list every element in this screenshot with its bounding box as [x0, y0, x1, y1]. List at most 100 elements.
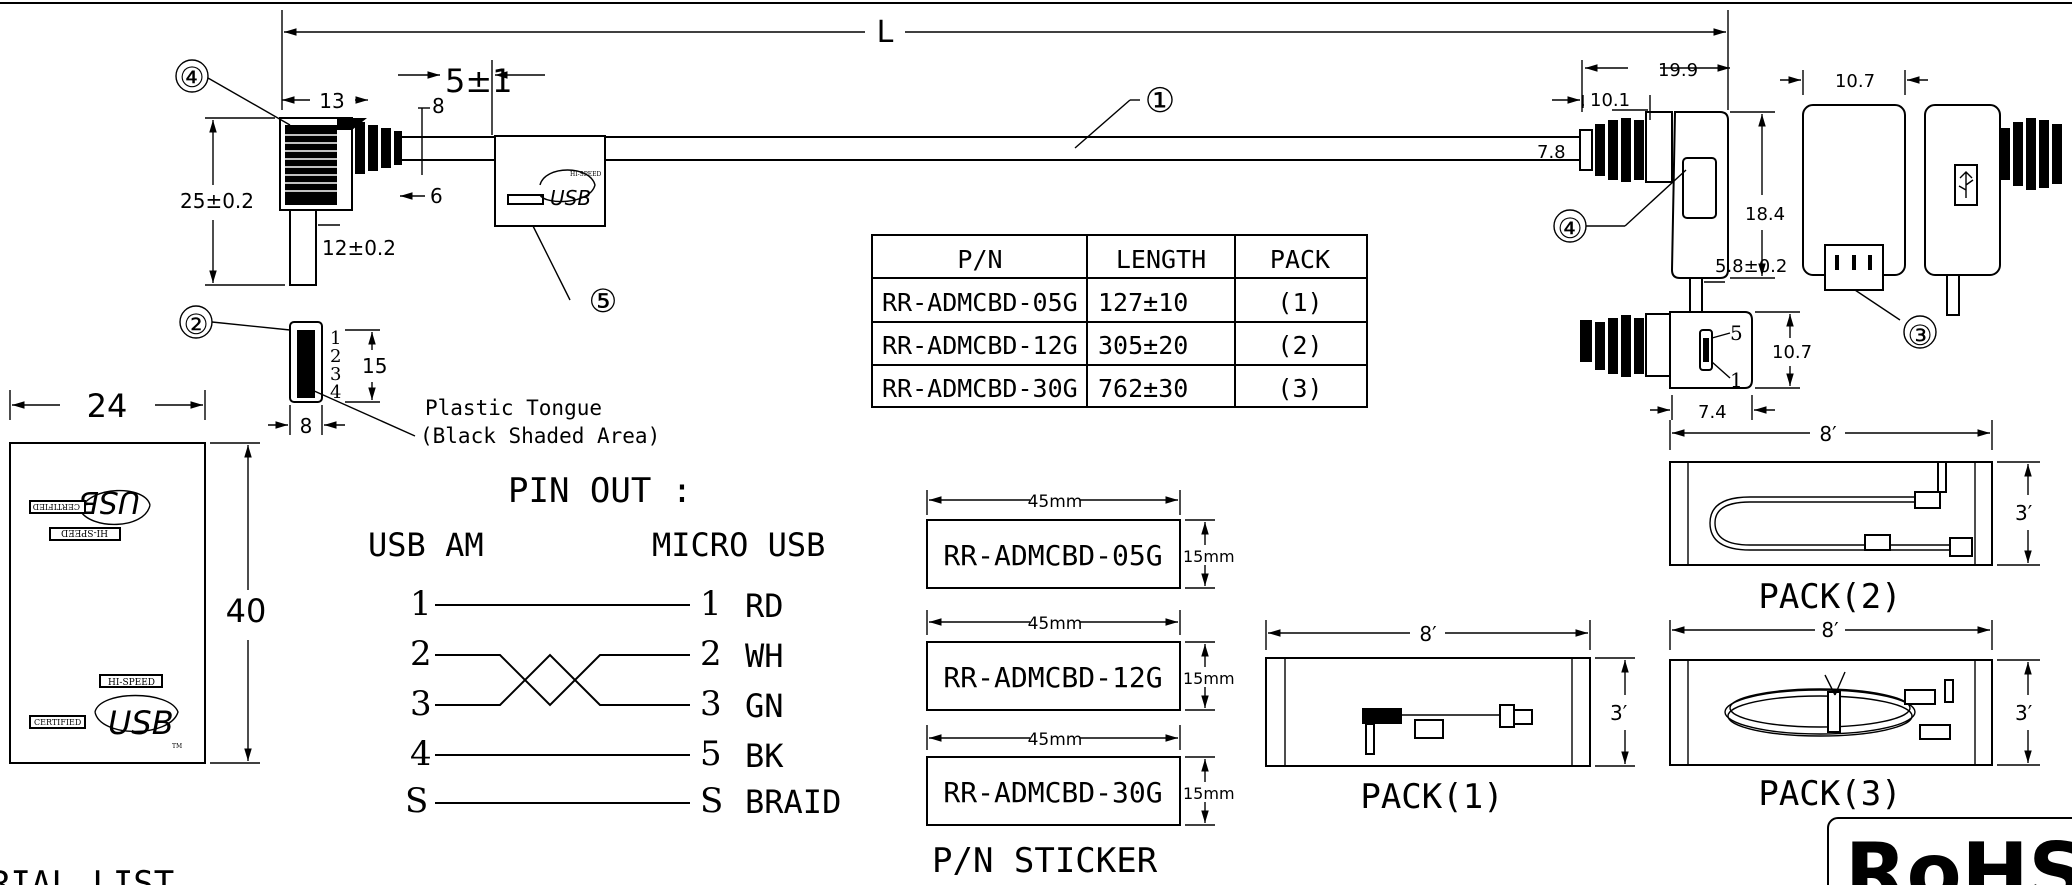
svg-text:6: 6	[430, 184, 443, 208]
table-row-pack: (3)	[1277, 374, 1322, 403]
table-row-pn: RR-ADMCBD-30G	[882, 374, 1078, 403]
length-label: L	[877, 15, 894, 50]
sticker-12g: 45mm RR-ADMCBD-12G 15mm	[926, 610, 1235, 711]
svg-text:HI-SPEED: HI-SPEED	[570, 171, 602, 178]
svg-text:3′: 3′	[1610, 701, 1628, 725]
svg-text:12±0.2: 12±0.2	[322, 236, 396, 260]
svg-text:S: S	[700, 781, 723, 821]
svg-text:HI-SPEED: HI-SPEED	[61, 527, 108, 537]
svg-text:BK: BK	[745, 737, 784, 775]
svg-text:②: ②	[183, 308, 208, 341]
cable-label-block: USB HI-SPEED ⑤	[494, 135, 618, 320]
usb-logo-panel: 24 40 USB CERTIFIED HI-SPEED USB CERTIFI…	[9, 387, 266, 764]
svg-text:15: 15	[362, 354, 387, 378]
right-connector-dims: 19.9 10.1 7.8 18.4 5.8±0.2	[1537, 60, 1787, 283]
svg-text:18.4: 18.4	[1745, 204, 1785, 225]
overall-length-dimension: L	[281, 10, 1729, 110]
pinout-diagram: PIN OUT : USB AM MICRO USB 1 2 3 4 S 1 2…	[368, 471, 841, 821]
usb-a-face-view: ② 1 2 3 4 15 8 Plastic Tongue (Black Sha…	[179, 305, 660, 448]
table-row-pn: RR-ADMCBD-05G	[882, 288, 1078, 317]
svg-text:3: 3	[330, 364, 341, 385]
pack-2: 8′ 3′ PACK(2)	[1669, 420, 2040, 617]
svg-text:RD: RD	[745, 587, 784, 625]
material-list-heading: RIAL LIST	[0, 864, 174, 885]
callout-1: ①	[1074, 81, 1175, 149]
svg-text:8′: 8′	[1819, 422, 1837, 446]
svg-text:HI-SPEED: HI-SPEED	[108, 678, 155, 688]
svg-text:5.8±0.2: 5.8±0.2	[1715, 256, 1787, 277]
svg-text:USB: USB	[108, 704, 174, 742]
svg-text:1: 1	[330, 328, 341, 349]
tongue-note-2: (Black Shaded Area)	[420, 424, 660, 448]
svg-text:RR-ADMCBD-05G: RR-ADMCBD-05G	[943, 539, 1162, 572]
svg-text:15mm: 15mm	[1183, 669, 1235, 688]
svg-text:⑤: ⑤	[589, 282, 618, 320]
pack-3-caption: PACK(3)	[1758, 774, 1901, 814]
svg-text:WH: WH	[745, 637, 784, 675]
svg-text:①: ①	[1145, 81, 1175, 121]
svg-text:2: 2	[700, 634, 722, 674]
pinout-right-header: MICRO USB	[652, 526, 825, 564]
pinout-left-header: USB AM	[368, 526, 484, 564]
svg-text:45mm: 45mm	[1028, 614, 1083, 634]
part-number-table: P/N LENGTH PACK RR-ADMCBD-05G 127±10 (1)…	[871, 234, 1368, 408]
table-row-pn: RR-ADMCBD-12G	[882, 331, 1078, 360]
svg-text:RR-ADMCBD-30G: RR-ADMCBD-30G	[943, 776, 1162, 809]
svg-text:3′: 3′	[2015, 701, 2033, 725]
svg-text:1: 1	[1730, 368, 1743, 392]
svg-text:45mm: 45mm	[1028, 492, 1083, 512]
left-connector-dims: 13 8 6 25±0.2 12±0.2	[180, 89, 445, 286]
micro-usb-front-view: 10.7 ③	[1780, 70, 1937, 352]
svg-text:RR-ADMCBD-12G: RR-ADMCBD-12G	[943, 661, 1162, 694]
svg-text:8′: 8′	[1821, 618, 1839, 642]
svg-text:USB: USB	[550, 186, 591, 210]
table-header-length: LENGTH	[1116, 245, 1206, 274]
svg-text:2: 2	[330, 346, 341, 367]
offset-label: 5±1	[445, 62, 513, 100]
svg-text:7.4: 7.4	[1698, 402, 1727, 423]
svg-text:④: ④	[1557, 212, 1582, 245]
svg-text:45mm: 45mm	[1028, 730, 1083, 750]
table-row-length: 127±10	[1098, 288, 1188, 317]
svg-text:③: ③	[1907, 319, 1932, 352]
svg-text:19.9: 19.9	[1658, 60, 1698, 81]
micro-usb-connector-side-view	[1579, 111, 1729, 324]
svg-text:1: 1	[410, 584, 432, 624]
svg-text:10.7: 10.7	[1835, 71, 1875, 92]
svg-text:GN: GN	[745, 687, 784, 725]
svg-text:4: 4	[410, 734, 432, 774]
pack-1: 8′ 3′ PACK(1)	[1265, 620, 1635, 817]
pinout-title: PIN OUT :	[508, 471, 692, 511]
table-row-length: 762±30	[1098, 374, 1188, 403]
svg-text:24: 24	[87, 387, 128, 425]
svg-text:25±0.2: 25±0.2	[180, 189, 254, 213]
svg-text:2: 2	[410, 634, 432, 674]
table-header-pack: PACK	[1270, 245, 1330, 274]
svg-text:4: 4	[330, 382, 341, 403]
svg-text:RoHS: RoHS	[1845, 826, 2072, 885]
svg-text:8: 8	[300, 414, 313, 438]
pn-stickers: 45mm RR-ADMCBD-05G 15mm 45mm RR-ADMCBD-1…	[926, 490, 1235, 881]
svg-text:15mm: 15mm	[1183, 784, 1235, 803]
table-row-length: 305±20	[1098, 331, 1188, 360]
svg-text:8: 8	[432, 94, 445, 118]
svg-text:3′: 3′	[2015, 501, 2033, 525]
svg-text:15mm: 15mm	[1183, 547, 1235, 566]
svg-text:13: 13	[319, 89, 344, 113]
pack-3: 8′ 3′ PACK(3)	[1669, 618, 2040, 814]
svg-text:④: ④	[179, 61, 204, 94]
svg-text:10.7: 10.7	[1772, 342, 1812, 363]
pack-2-caption: PACK(2)	[1758, 577, 1901, 617]
table-row-pack: (1)	[1277, 288, 1322, 317]
svg-text:7.8: 7.8	[1537, 142, 1566, 163]
svg-text:1: 1	[700, 584, 722, 624]
svg-text:TM: TM	[172, 743, 182, 750]
rohs-badge: RoHS	[1827, 817, 2072, 885]
svg-text:3: 3	[700, 684, 722, 724]
svg-text:3: 3	[410, 684, 432, 724]
micro-usb-back-view	[1924, 104, 2062, 316]
sticker-caption: P/N STICKER	[932, 841, 1158, 881]
pack-1-caption: PACK(1)	[1360, 777, 1503, 817]
micro-usb-face-view: 5 1 10.7 7.4	[1580, 311, 1812, 423]
